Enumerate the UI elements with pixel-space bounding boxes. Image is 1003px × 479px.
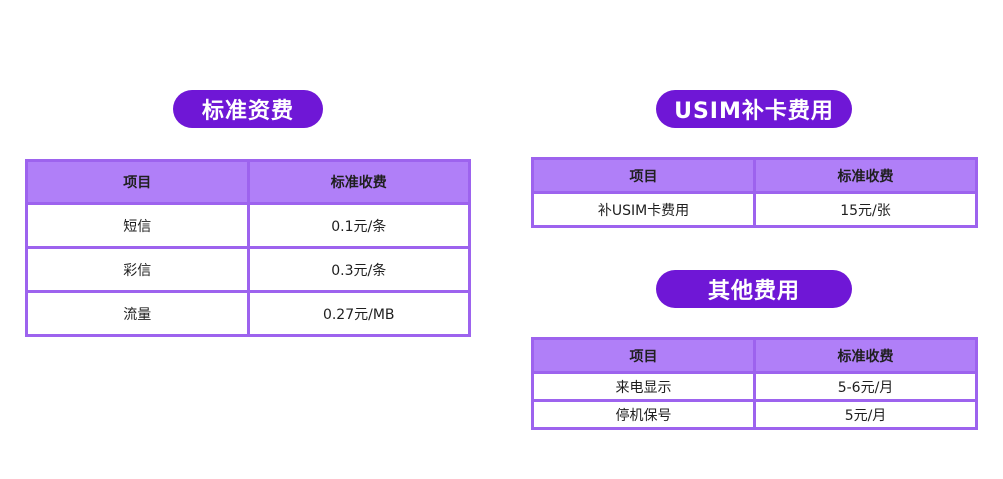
other-fees-table: 项目 标准收费 来电显示 5-6元/月 停机保号 5元/月 [531, 337, 978, 430]
cell-item: 来电显示 [531, 371, 756, 402]
section-title-other-fees: 其他费用 [656, 270, 852, 308]
standard-fees-table: 项目 标准收费 短信 0.1元/条 彩信 0.3元/条 流量 0.27元/MB [25, 159, 471, 337]
usim-fees-table: 项目 标准收费 补USIM卡费用 15元/张 [531, 157, 978, 228]
cell-item: 补USIM卡费用 [531, 191, 756, 228]
cell-fee: 0.27元/MB [246, 290, 471, 337]
cell-fee: 0.3元/条 [246, 246, 471, 293]
column-header-item: 项目 [531, 337, 756, 374]
table-row: 停机保号 5元/月 [531, 399, 978, 430]
table-header-row: 项目 标准收费 [531, 157, 978, 194]
column-header-item: 项目 [25, 159, 250, 205]
table-row: 补USIM卡费用 15元/张 [531, 191, 978, 228]
table-row: 彩信 0.3元/条 [25, 246, 471, 293]
column-header-fee: 标准收费 [753, 157, 978, 194]
cell-fee: 15元/张 [753, 191, 978, 228]
section-title-usim-replacement-fees: USIM补卡费用 [656, 90, 852, 128]
table-row: 来电显示 5-6元/月 [531, 371, 978, 402]
table-row: 流量 0.27元/MB [25, 290, 471, 337]
section-title-standard-fees: 标准资费 [173, 90, 323, 128]
cell-item: 停机保号 [531, 399, 756, 430]
cell-fee: 5元/月 [753, 399, 978, 430]
cell-item: 短信 [25, 202, 250, 249]
cell-fee: 0.1元/条 [246, 202, 471, 249]
table-row: 短信 0.1元/条 [25, 202, 471, 249]
cell-fee: 5-6元/月 [753, 371, 978, 402]
column-header-fee: 标准收费 [246, 159, 471, 205]
cell-item: 流量 [25, 290, 250, 337]
column-header-fee: 标准收费 [753, 337, 978, 374]
table-header-row: 项目 标准收费 [531, 337, 978, 374]
column-header-item: 项目 [531, 157, 756, 194]
table-header-row: 项目 标准收费 [25, 159, 471, 205]
cell-item: 彩信 [25, 246, 250, 293]
